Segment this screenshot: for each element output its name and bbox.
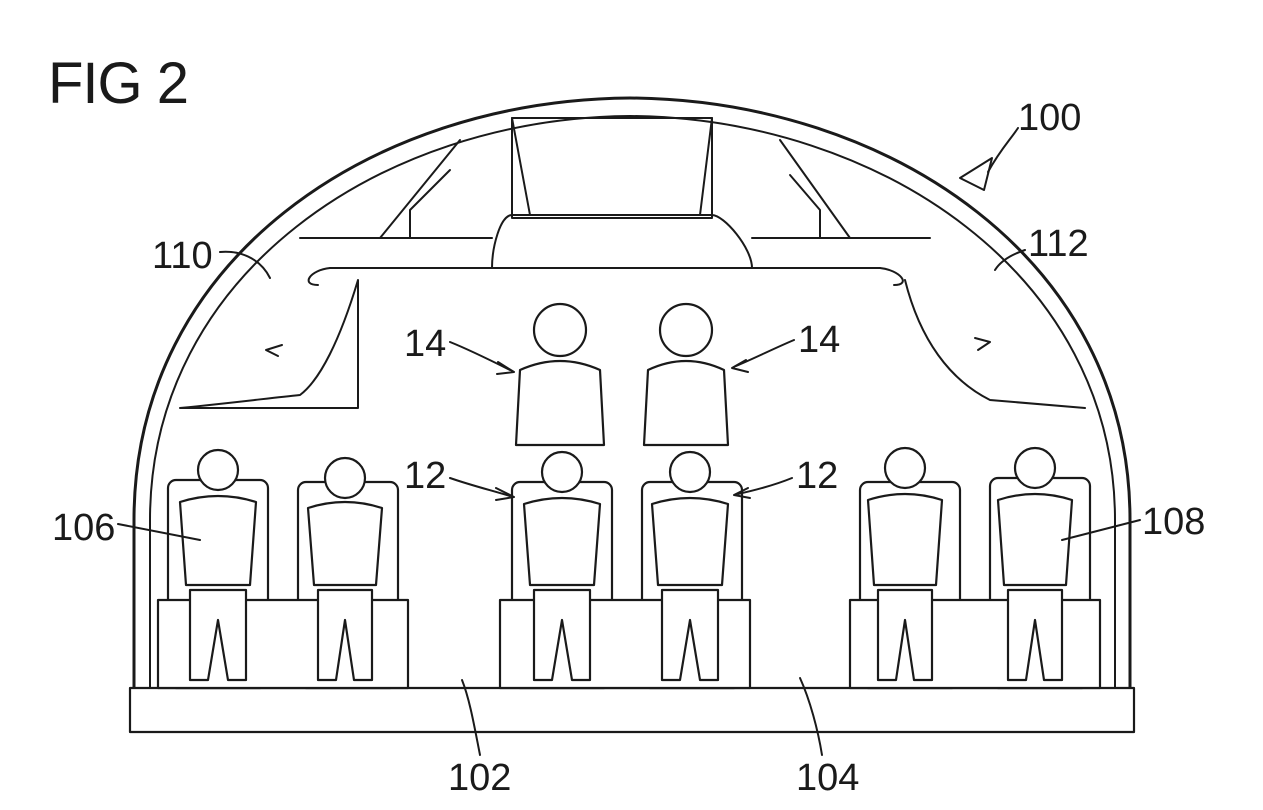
- passenger-seated-12-left: [522, 450, 602, 682]
- label-12-right: 12: [796, 455, 838, 497]
- ceiling-structure: [299, 117, 931, 286]
- passenger-seated-2: [306, 456, 384, 682]
- label-12-left: 12: [404, 455, 446, 497]
- passenger-seated-6: [996, 446, 1074, 682]
- overhead-bin-right: [904, 279, 1086, 409]
- label-104: 104: [796, 757, 859, 799]
- label-14-right: 14: [798, 319, 840, 361]
- fuselage-outer-arc: [132, 96, 1132, 692]
- figure-title: FIG 2: [48, 51, 189, 116]
- label-106: 106: [52, 507, 115, 549]
- label-112: 112: [1028, 223, 1089, 265]
- passenger-seated-1: [178, 448, 258, 682]
- label-110: 110: [152, 235, 213, 277]
- passenger-standing-14-left: [514, 302, 606, 447]
- overhead-bin-left: [179, 279, 359, 409]
- passenger-seated-5: [866, 446, 944, 682]
- label-102: 102: [448, 757, 511, 799]
- passenger-seated-12-right: [650, 450, 730, 682]
- cabin-floor: [128, 686, 1136, 734]
- ceiling-monitor: [511, 117, 713, 219]
- label-14-left: 14: [404, 323, 446, 365]
- leader-lines: [117, 127, 1141, 756]
- label-100: 100: [1018, 97, 1081, 139]
- passenger-standing-14-right: [642, 302, 730, 447]
- label-108: 108: [1142, 501, 1205, 543]
- fuselage-inner-arc: [149, 115, 1116, 691]
